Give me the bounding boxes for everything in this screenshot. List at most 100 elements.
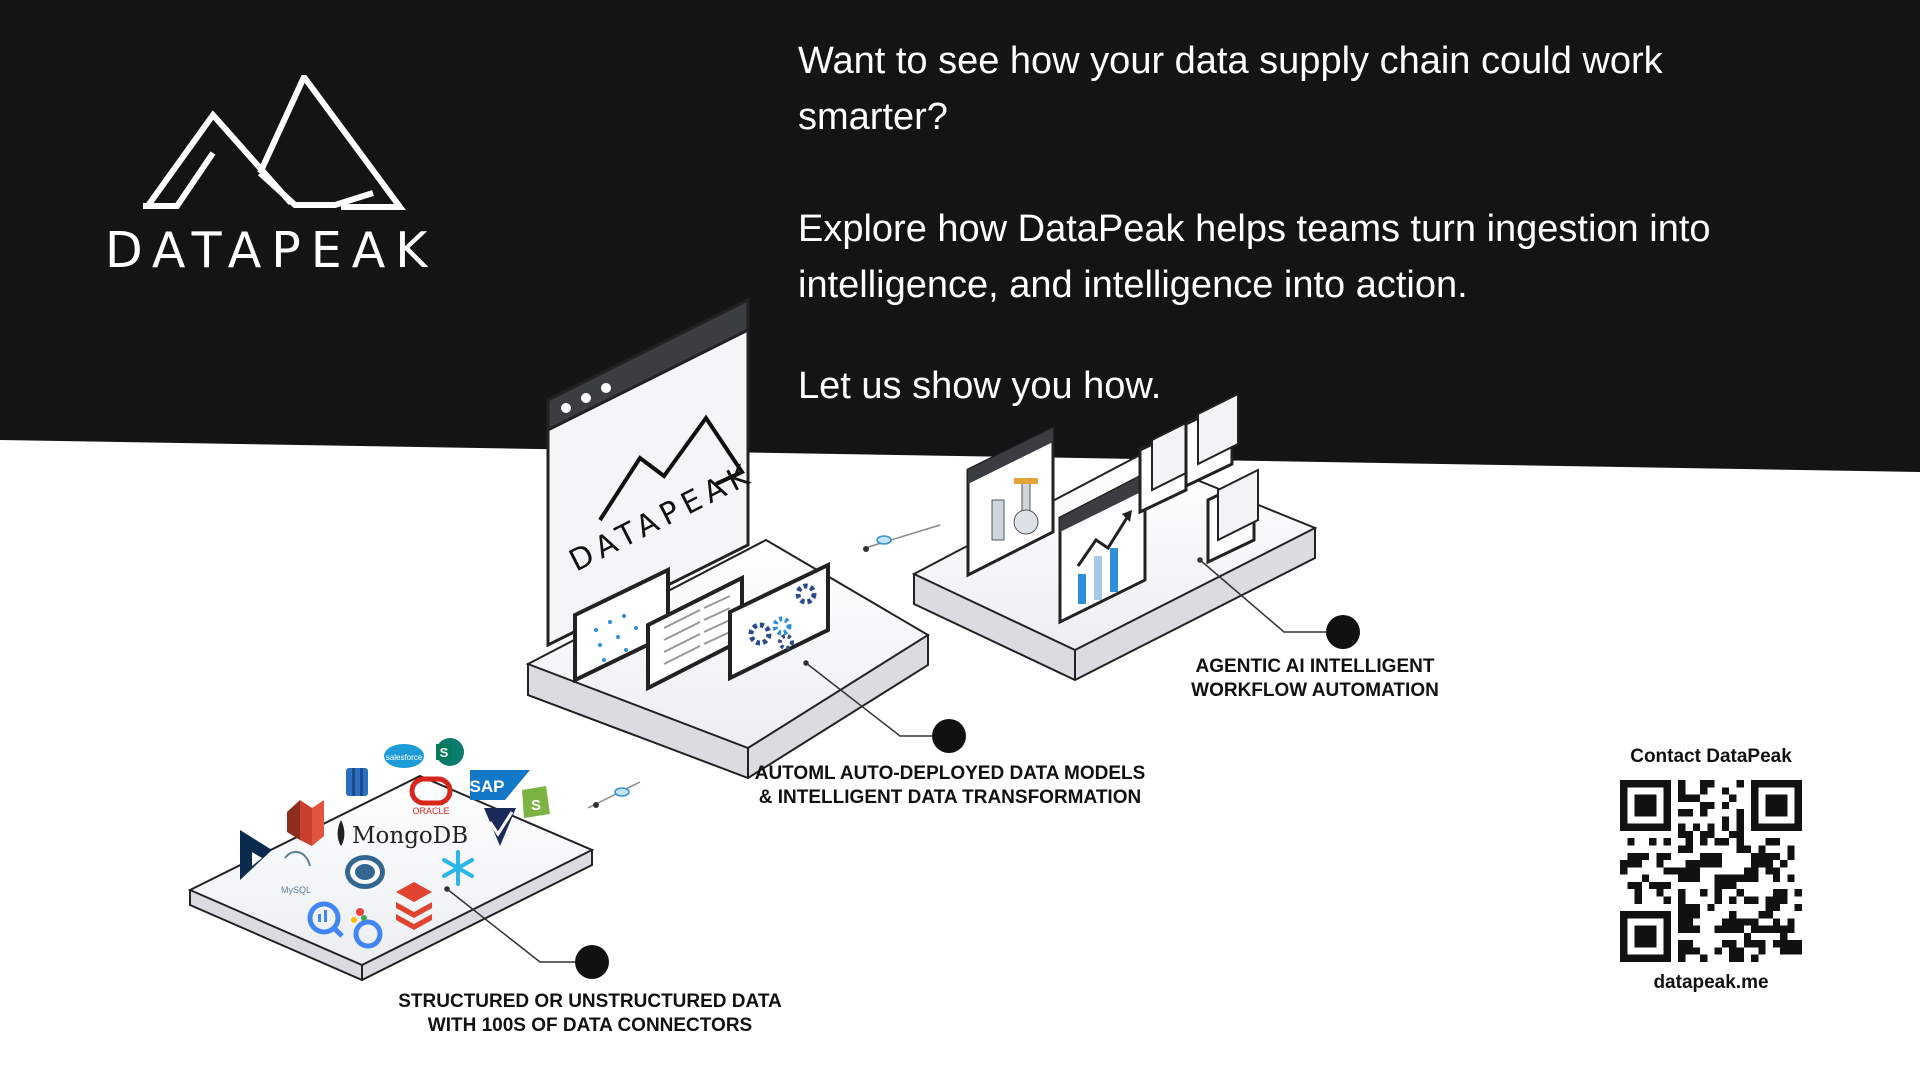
qr-module — [1772, 925, 1781, 933]
sharepoint-icon: S — [436, 738, 464, 766]
qr-module — [1649, 925, 1657, 933]
qr-module — [1663, 896, 1671, 904]
qr-module — [1656, 780, 1664, 788]
qr-module — [1692, 867, 1701, 875]
qr-module — [1736, 889, 1744, 897]
qr-module — [1729, 881, 1737, 890]
qr-module — [1772, 852, 1781, 861]
qr-module — [1743, 874, 1752, 882]
qr-module — [1620, 947, 1628, 955]
qr-module — [1656, 954, 1664, 962]
qr-module — [1634, 932, 1642, 941]
qr-module — [1765, 925, 1773, 933]
qr-module — [1692, 925, 1701, 933]
qr-module — [1634, 809, 1642, 817]
qr-code[interactable] — [1620, 780, 1802, 962]
qr-module — [1692, 874, 1701, 882]
gear-icon — [772, 616, 792, 636]
qr-module — [1627, 852, 1635, 861]
qr-module — [1692, 794, 1701, 802]
svg-text:ORACLE: ORACLE — [412, 806, 449, 816]
qr-module — [1685, 860, 1693, 868]
qr-module — [1794, 823, 1802, 831]
qr-module — [1743, 918, 1752, 926]
snowflake-icon — [442, 850, 474, 886]
qr-module — [1700, 954, 1708, 962]
qr-module — [1714, 896, 1722, 904]
salesforce-icon — [384, 744, 424, 768]
qr-module — [1772, 889, 1781, 897]
bigquery-icon — [307, 901, 344, 938]
qr-module — [1751, 823, 1759, 831]
qr-module — [1794, 903, 1802, 912]
qr-module — [1743, 896, 1752, 904]
qr-module — [1641, 780, 1650, 788]
qr-module — [1692, 823, 1701, 831]
headline-paragraph-1: Want to see how your data supply chain c… — [798, 40, 1663, 138]
connector-logos: salesforce S ORACLE SAP S — [240, 738, 550, 949]
qr-module — [1641, 940, 1650, 948]
qr-module — [1772, 809, 1781, 817]
qr-module — [1765, 860, 1773, 868]
qr-module — [1751, 780, 1759, 788]
qr-module — [1780, 932, 1788, 941]
qr-module — [1736, 830, 1744, 839]
qr-module — [1751, 954, 1759, 962]
qr-module — [1707, 823, 1715, 831]
mongodb-icon: MongoDB — [337, 820, 468, 849]
qr-module — [1758, 925, 1766, 933]
folder-icon — [1138, 418, 1193, 515]
qr-module — [1751, 787, 1759, 795]
qr-module — [1663, 881, 1671, 890]
qr-module — [1634, 911, 1642, 919]
qr-module — [1620, 954, 1628, 962]
qr-module — [1663, 816, 1671, 824]
qr-module — [1649, 940, 1657, 948]
qr-module — [1649, 932, 1657, 941]
qr-module — [1714, 947, 1722, 955]
chart-bar — [1110, 548, 1118, 592]
qr-module — [1649, 911, 1657, 919]
qr-module — [1794, 947, 1802, 955]
qr-module — [1634, 852, 1642, 861]
qr-module — [1627, 838, 1635, 846]
qr-module — [1794, 809, 1802, 817]
svg-text:MySQL: MySQL — [281, 885, 311, 895]
chart-bar — [1094, 556, 1102, 600]
qr-module — [1729, 947, 1737, 955]
qr-module — [1700, 889, 1708, 897]
qr-module — [1780, 801, 1788, 810]
tool-panel — [966, 425, 1055, 578]
qr-module — [1780, 896, 1788, 904]
contact-url-link[interactable]: datapeak.me — [1653, 972, 1769, 993]
qr-module — [1729, 896, 1737, 904]
qr-module — [1678, 845, 1686, 853]
qr-module — [1751, 896, 1759, 904]
qr-module — [1620, 911, 1628, 919]
qr-module — [1649, 794, 1657, 802]
qr-module — [1765, 911, 1773, 919]
qr-module — [1780, 940, 1788, 948]
qr-module — [1714, 881, 1722, 890]
qr-module — [1627, 911, 1635, 919]
qr-module — [1685, 867, 1693, 875]
qr-module — [1656, 823, 1664, 831]
chart-bar — [1078, 574, 1086, 604]
qr-module — [1649, 823, 1657, 831]
qr-module — [1663, 947, 1671, 955]
qr-module — [1736, 947, 1744, 955]
qr-module — [1620, 823, 1628, 831]
qr-module — [1751, 852, 1759, 861]
qr-module — [1663, 780, 1671, 788]
qr-module — [1627, 823, 1635, 831]
contact-label: Contact DataPeak — [1630, 746, 1792, 767]
qr-module — [1663, 954, 1671, 962]
qr-module — [1678, 780, 1686, 788]
qr-module — [1729, 830, 1737, 839]
qr-module — [1751, 874, 1759, 882]
qr-module — [1641, 852, 1650, 861]
qr-module — [1678, 787, 1686, 795]
qr-module — [1663, 801, 1671, 810]
qr-module — [1620, 780, 1628, 788]
